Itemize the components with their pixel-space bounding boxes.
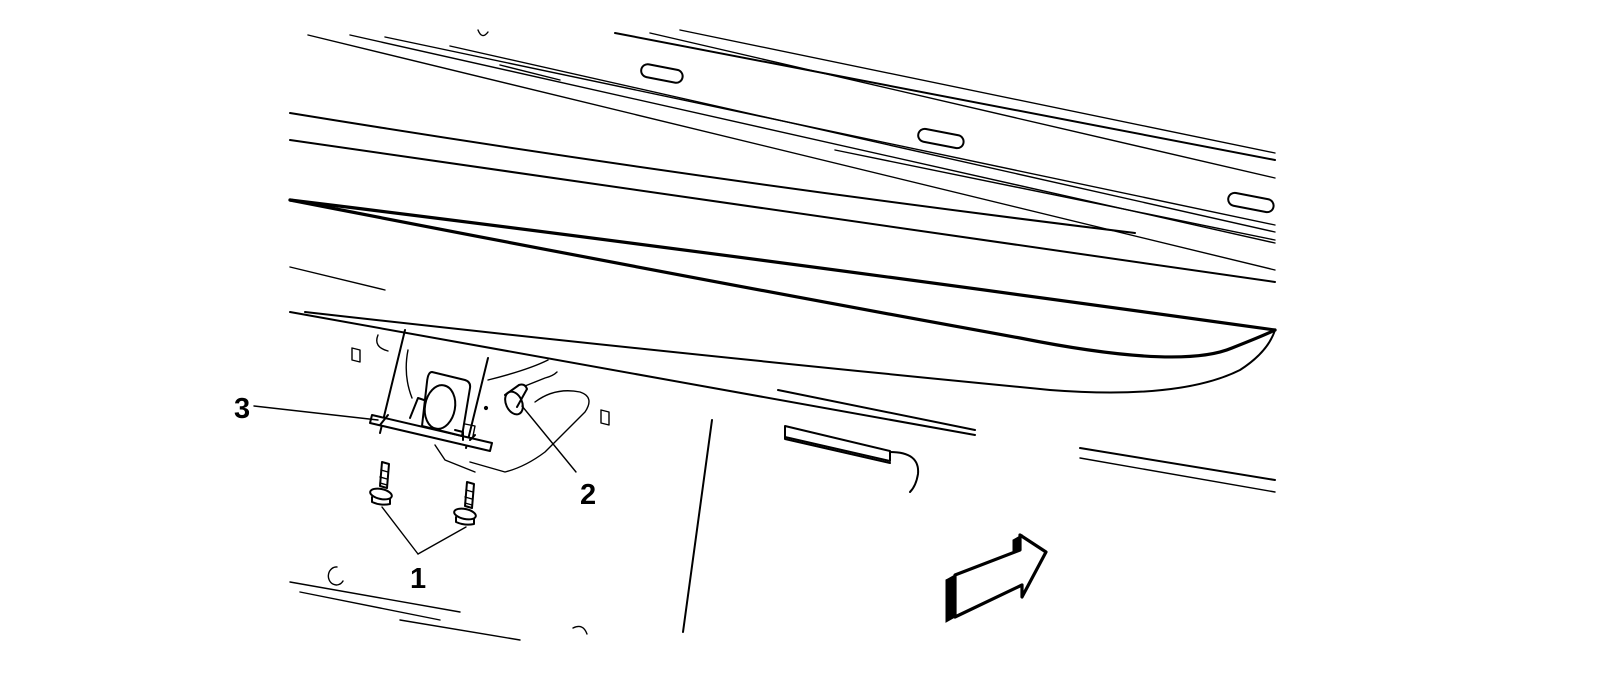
callout-label-1: 1 [410,563,426,595]
square-hole [351,347,361,363]
direction-arrow-icon [945,533,1048,623]
callout-label-2: 2 [580,479,596,511]
round-hole [572,625,588,635]
square-hole [600,409,610,426]
round-hole [327,566,344,586]
screw-right [453,481,477,526]
screw-left [369,461,393,506]
trim-slot [1227,191,1275,214]
trim-slot [917,127,965,150]
screws-part-1 [369,461,477,526]
bumper-upper-trim [307,29,1276,271]
lower-bracket [289,329,920,641]
leader-line-2 [521,405,577,473]
callout-label-3: 3 [234,393,250,425]
leader-line-1a [381,506,419,555]
trim-slot [640,63,684,84]
leader-lines [253,405,577,555]
trim-slots [640,63,1275,214]
bumper-holes [327,347,610,635]
bumper-fascia [288,112,1277,493]
leader-line-3 [253,405,379,421]
bulb-socket-part-2 [483,371,558,416]
lamp-bracket-part-3 [369,371,493,452]
leader-line-1b [417,526,467,555]
